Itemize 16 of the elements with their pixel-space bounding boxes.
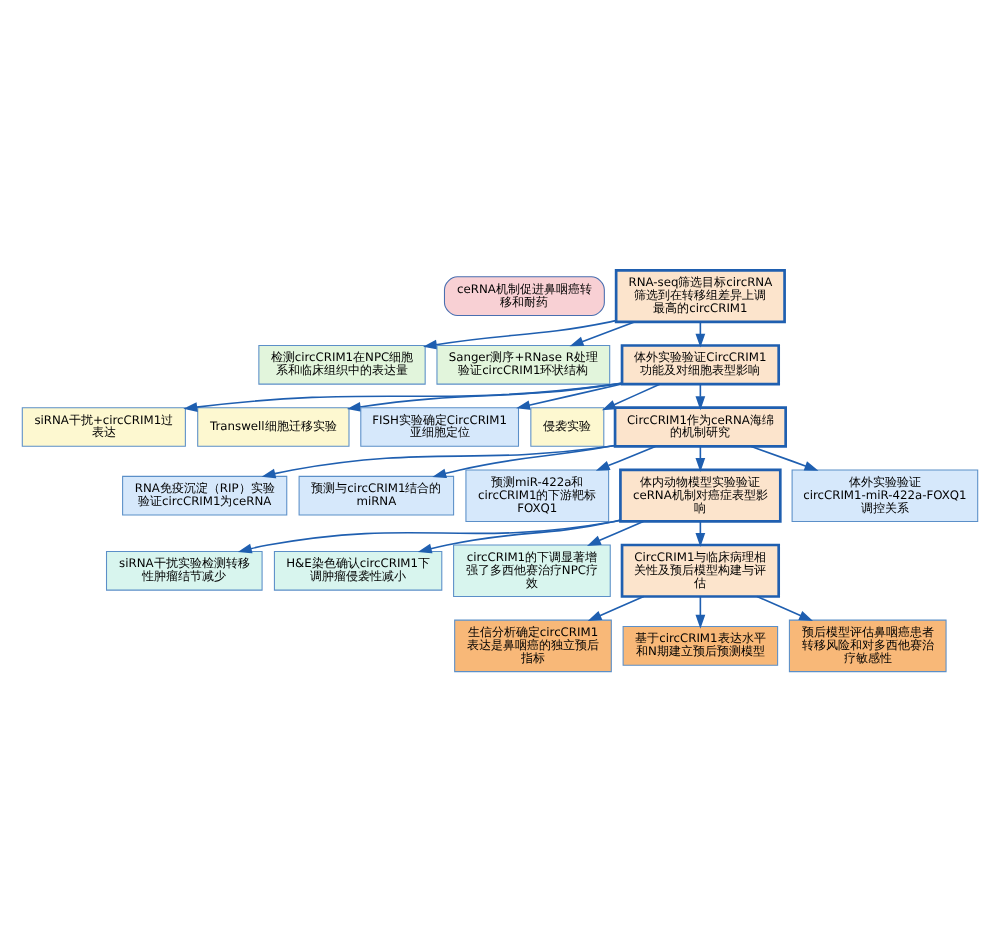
arrow xyxy=(694,594,705,628)
arrow xyxy=(755,594,813,620)
arrow xyxy=(422,318,616,349)
arrow xyxy=(345,381,622,411)
arrow xyxy=(236,518,620,553)
arrow xyxy=(260,443,615,478)
arrow xyxy=(568,320,635,346)
arrow xyxy=(586,594,644,620)
arrow xyxy=(182,381,622,411)
arrow xyxy=(594,444,656,470)
arrow xyxy=(416,518,620,553)
arrow xyxy=(749,444,818,470)
arrow xyxy=(431,443,615,478)
arrow xyxy=(515,382,622,409)
arrow xyxy=(600,382,660,410)
arrow xyxy=(585,519,644,545)
